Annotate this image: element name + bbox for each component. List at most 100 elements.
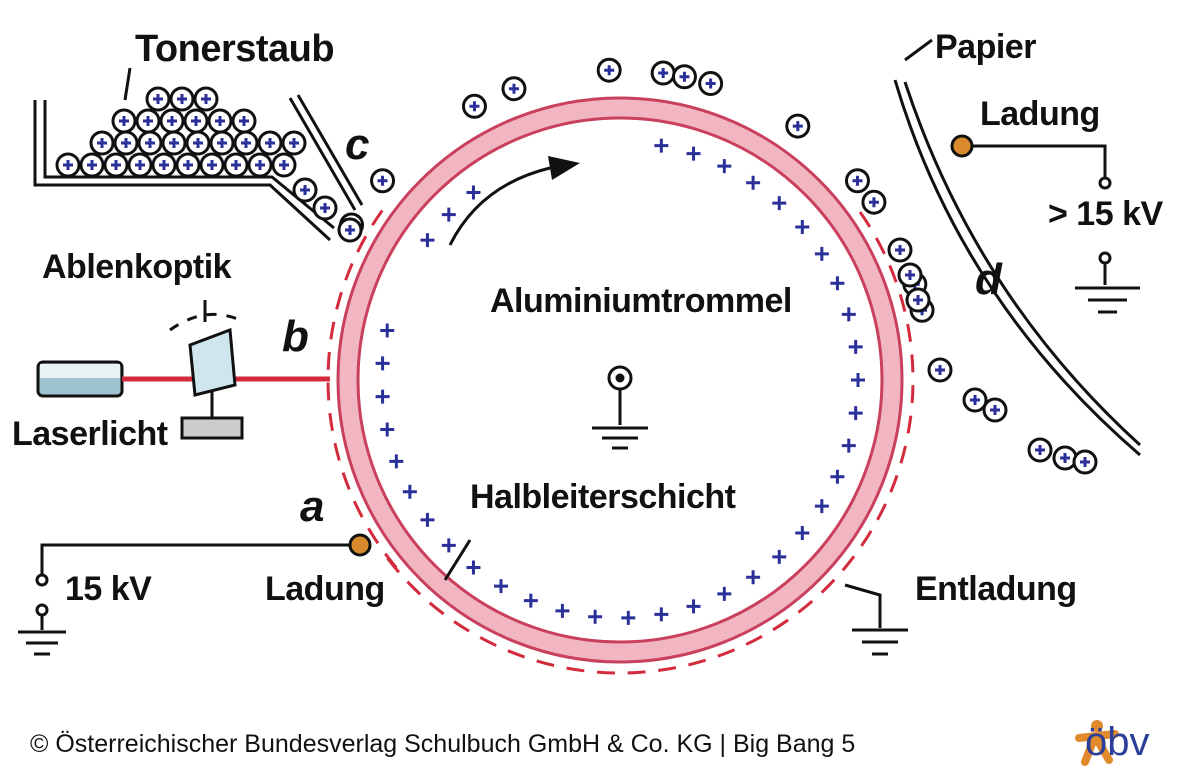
plus-charge [466, 560, 481, 575]
toner-plus [241, 138, 251, 148]
charge-dash [860, 530, 873, 547]
deflection-optics [169, 300, 244, 440]
toner-plus [191, 116, 201, 126]
plus-charge [830, 276, 845, 291]
toner-plus [1060, 453, 1070, 463]
toner-plus [121, 138, 131, 148]
toner-plus [145, 138, 155, 148]
toner-plus [265, 138, 275, 148]
label-ladung-right: Ladung [980, 95, 1100, 133]
toner-plus [289, 138, 299, 148]
charge-dash [889, 474, 899, 493]
plus-charge [830, 469, 845, 484]
toner-plus [177, 94, 187, 104]
charge-dash [333, 442, 341, 461]
charge-dash [335, 291, 343, 310]
plus-charge [717, 586, 732, 601]
plus-charge [420, 512, 435, 527]
label-aluminiumtrommel: Aluminiumtrommel [490, 282, 792, 320]
toner-plus [852, 175, 863, 186]
toner-plus [167, 116, 177, 126]
charge-dash [428, 601, 445, 616]
toner-plus [377, 175, 388, 186]
toner-plus [159, 160, 169, 170]
charge-dash [841, 555, 856, 572]
charge-dash [910, 354, 915, 373]
obv-logo-icon [1075, 720, 1119, 766]
label-papier: Papier [935, 28, 1036, 66]
surface-charges [375, 138, 865, 625]
toner-plus [169, 138, 179, 148]
charge-dash [858, 211, 872, 228]
toner-plus [217, 138, 227, 148]
label-voltage-left: 15 kV [65, 570, 152, 608]
plus-charge [848, 406, 863, 421]
aluminium-drum [336, 96, 904, 664]
plus-charge [389, 454, 404, 469]
charge-dash [906, 415, 913, 434]
charge-dash [328, 412, 334, 431]
plus-charge [814, 246, 829, 261]
charge-dash [479, 636, 497, 647]
charge-contact-left [18, 533, 372, 656]
charge-dash [717, 648, 736, 658]
charge-dash [910, 385, 915, 404]
plus-charge [420, 233, 435, 248]
plus-charge [746, 175, 761, 190]
obv-logo-text: öbv [1085, 720, 1150, 764]
charge-dash [888, 264, 898, 283]
label-b: b [282, 312, 309, 361]
plus-charge [441, 538, 456, 553]
toner-plus [63, 160, 73, 170]
charge-dash [899, 445, 907, 464]
toner-plus [320, 203, 330, 213]
toner-plus [119, 116, 129, 126]
toner-plus [345, 225, 355, 235]
charge-dashes [326, 209, 915, 675]
label-ablenkoptik: Ablenkoptik [42, 248, 232, 286]
charge-dash [874, 237, 886, 255]
label-tonerstaub: Tonerstaub [135, 28, 335, 70]
toner-plus [153, 94, 163, 104]
charge-dash [326, 382, 331, 401]
toner-plus [970, 395, 980, 405]
plus-charge [717, 159, 732, 174]
toner-plus [135, 160, 145, 170]
plus-charge [380, 422, 395, 437]
charge-dash [406, 580, 422, 596]
plus-charge [841, 307, 856, 322]
toner-plus [604, 65, 615, 76]
discharge-ground-icon [844, 583, 908, 656]
plus-charge [466, 185, 481, 200]
plus-charge [494, 579, 508, 594]
plus-charge [848, 339, 863, 354]
charge-dash [566, 666, 585, 673]
charge-dash [906, 323, 912, 342]
charge-dash [367, 527, 380, 545]
charge-dash [344, 262, 354, 281]
layer-pointer [443, 539, 472, 581]
toner-plus [1080, 457, 1090, 467]
label-ladung-left: Ladung [265, 570, 385, 608]
plus-charge [621, 610, 636, 625]
toner-plus [913, 295, 923, 305]
toner-plus [143, 116, 153, 126]
toner-plus [905, 270, 915, 280]
plus-charge [772, 549, 787, 564]
toner-plus [1035, 445, 1045, 455]
charge-dash [820, 578, 836, 594]
laser-source [36, 360, 330, 398]
toner-plus [215, 116, 225, 126]
plus-charge [795, 220, 810, 235]
toner-plus [87, 160, 97, 170]
plus-charge [686, 146, 701, 161]
plus-charge [588, 609, 603, 624]
plus-charge [654, 138, 669, 153]
toner-plus [279, 160, 289, 170]
charge-dash [341, 472, 351, 490]
charge-contact-right [950, 134, 1140, 314]
plus-charge [814, 499, 829, 514]
plus-charge [746, 570, 761, 585]
